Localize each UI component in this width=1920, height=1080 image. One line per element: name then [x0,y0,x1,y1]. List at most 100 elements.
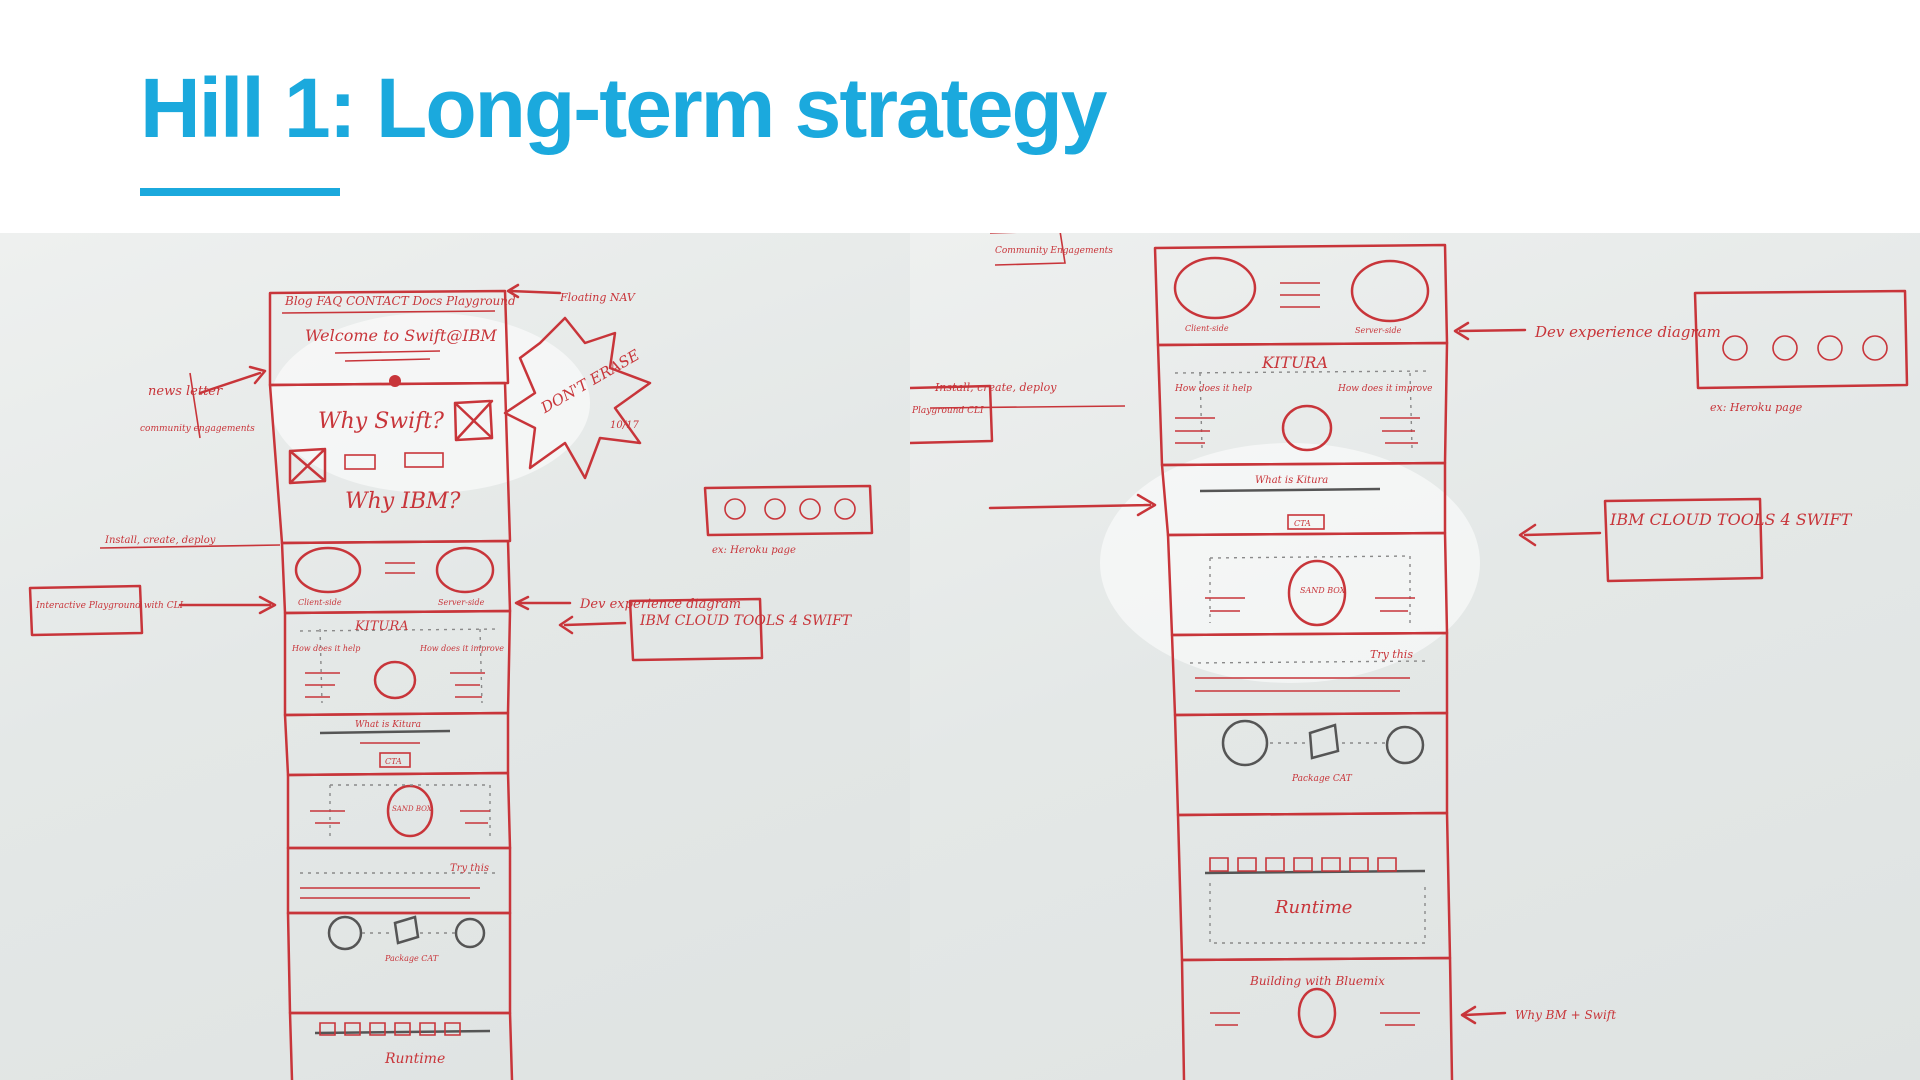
help-text: How does it help [1174,384,1252,394]
help-text: How does it help [291,644,360,653]
runtime-box [1176,811,1452,962]
cta-text: CTA [1294,519,1311,528]
image-placeholder-1 [453,399,494,442]
client-circle [1173,256,1257,320]
try-this-text: Try this [450,863,489,874]
kitura-dashes [1174,370,1431,449]
building-lines [1210,1012,1420,1026]
arrow-interactive [178,595,277,615]
arrow-playground [988,493,1157,517]
header-box [268,289,510,387]
cta-text: CTA [385,757,402,766]
client-circle [294,546,362,594]
building-icon [1297,987,1337,1039]
playground-box [910,384,994,445]
kitura-text: KITURA [1261,353,1328,372]
community-text: community engagements [140,424,255,434]
try-box [286,846,512,915]
sandbox-dashes [1209,555,1411,623]
kitura-icon [373,660,417,700]
runtime-blocks [1209,857,1397,872]
install-text: Install, create, deploy [934,381,1057,394]
arrow-ibm [558,615,627,635]
kitura-dashes [299,628,501,704]
runtime-blocks [319,1022,461,1036]
dev-experience-text: Dev experience diagram [1534,323,1721,341]
sandbox-circle [1287,559,1347,627]
glare [270,313,590,493]
kitura-lines [1175,417,1420,444]
image-placeholder-2 [288,447,327,485]
server-side-text: Server-side [438,598,485,607]
welcome-text: Welcome to Swift@IBM [305,326,497,345]
runtime-line [314,1029,491,1035]
sandbox-text: SAND BOX [1300,586,1346,595]
dev-example-box [1693,289,1909,390]
ibm-tools-box [628,597,764,662]
what-is-text: What is Kitura [1255,475,1328,486]
dont-erase-burst [503,316,652,480]
install-line [99,544,281,549]
install-line [929,405,1126,409]
kitura-icon [1281,404,1333,452]
interactive-box [28,584,144,637]
date-text: 10/17 [610,420,639,431]
try-this-text: Try this [1370,648,1413,661]
pkg-cube [1308,723,1340,760]
cta-box [379,752,411,768]
runtime-box [288,1011,514,1080]
whiteboard-sketch-left: Blog FAQ CONTACT Docs Playground Floatin… [28,283,874,1080]
why-ibm-text: Why IBM? [345,489,461,514]
building-box [1180,956,1454,1080]
what-line [319,729,451,735]
arrow-news [198,365,267,395]
install-text: Install, create, deploy [104,535,216,546]
runtime-text: Runtime [384,1051,445,1067]
btn-1 [344,454,376,470]
pkg-circle-2 [454,917,486,949]
kitura-lines [305,672,485,698]
title-underline [140,188,340,196]
arrow-ibm [1518,523,1602,547]
improve-text: How does it improve [1337,384,1432,394]
client-side-text: Client-side [1185,324,1229,333]
mid-lines [1280,282,1320,308]
server-side-text: Server-side [1355,326,1402,335]
whiteboard-photo-right: Community Engagements Client-side Server… [910,233,1920,1080]
try-lines [300,887,480,899]
dev-experience-text: Dev experience diagram [579,597,741,612]
sandbox-circle [386,784,434,838]
pkg-cube [393,915,420,945]
ibm-tools-text: IBM CLOUD TOOLS 4 SWIFT [1609,510,1853,529]
slide-title: Hill 1: Long-term strategy [140,61,1107,155]
playground-text: Playground CLI [911,406,984,416]
interactive-text: Interactive Playground with CLI [35,601,184,611]
community-box [990,233,1066,266]
nav-text: Blog FAQ CONTACT Docs Playground [284,294,516,308]
why-box [268,381,512,545]
arrow-dev [1453,321,1527,341]
pkg-circle-2 [1385,725,1425,765]
cta-box [1287,514,1325,530]
mid-lines [385,562,415,574]
pkg-circle-1 [1221,719,1269,767]
what-line [1199,487,1381,493]
why-bm-text: Why BM + Swift [1515,1008,1616,1022]
arrow-dev [514,595,572,611]
whiteboard-sketch-right: Community Engagements Client-side Server… [910,233,1909,1080]
whiteboard-photo-left: Blog FAQ CONTACT Docs Playground Floatin… [0,233,910,1080]
what-is-text: What is Kitura [355,720,421,730]
dev-example-box [703,484,874,537]
improve-text: How does it improve [419,644,504,653]
bracket [189,372,201,439]
arrow-why [1460,1005,1507,1025]
dot [389,375,401,387]
try-lines [1195,677,1410,692]
example-text: ex: Heroku page [712,545,796,556]
btn-2 [404,452,444,468]
glare [1100,443,1480,683]
runtime-text: Runtime [1274,897,1352,918]
package-box [286,911,512,1015]
news-letter-text: news letter [148,384,223,399]
ibm-tools-text: IBM CLOUD TOOLS 4 SWIFT [639,613,853,629]
